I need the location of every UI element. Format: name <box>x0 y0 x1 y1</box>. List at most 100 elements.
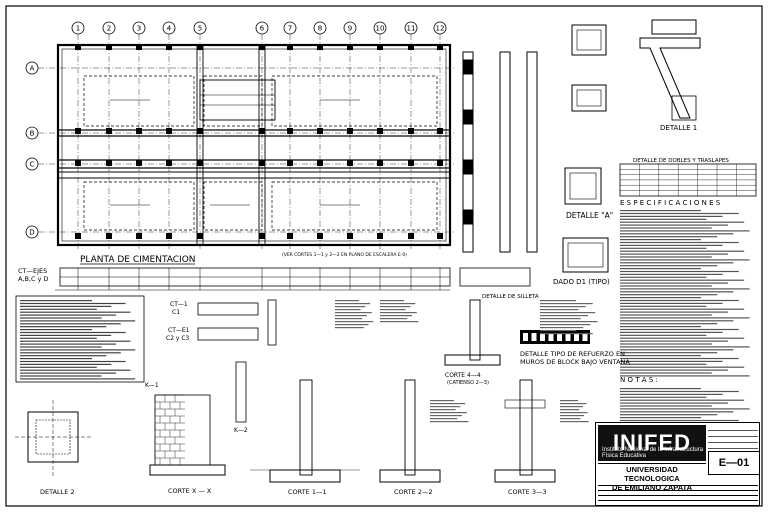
corte-4-4-sub: (CATIENSO 2—3) <box>447 380 489 386</box>
dado-title: DADO D1 (TIPO) <box>553 278 610 286</box>
column-bubble-label: 3 <box>137 25 141 33</box>
plan-column <box>437 233 443 239</box>
plan-column <box>347 160 353 166</box>
section-note: (VER CORTES 1—1 y 2—2 EN PLANO DE ESCALE… <box>282 252 407 258</box>
plan-column <box>437 128 443 134</box>
university-name: UNIVERSIDAD TECNOLOGICA DE EMILIANO ZAPA… <box>598 463 706 492</box>
plan-column <box>437 160 443 166</box>
plan-column <box>287 44 293 50</box>
grid-lines <box>38 34 455 250</box>
inifed-logo: INIFED Instituto Nacional de la Infraest… <box>598 425 706 461</box>
corte-2-2-title: CORTE 2—2 <box>394 488 433 496</box>
plan-column <box>317 233 323 239</box>
dado-detail: DADO D1 (TIPO) <box>553 237 610 286</box>
university-line-1: UNIVERSIDAD TECNOLOGICA <box>624 465 680 483</box>
detalle-1-title: DETALLE 1 <box>660 124 697 132</box>
plan-column <box>377 233 383 239</box>
corte-3-3-title: CORTE 3—3 <box>508 488 547 496</box>
plan-column <box>347 128 353 134</box>
plan-column <box>259 233 265 239</box>
plan-column <box>287 128 293 134</box>
plan-column <box>408 233 414 239</box>
row-bubble-label: D <box>29 229 34 237</box>
corte-1-1: CORTE 1—1 <box>250 379 360 496</box>
plan-column <box>75 44 81 50</box>
column-bubble-label: 1 <box>76 25 80 33</box>
plan-column <box>317 128 323 134</box>
sheet-number: E—01 <box>708 451 760 475</box>
plan-column <box>408 44 414 50</box>
plan-column <box>347 44 353 50</box>
detalle-silleta: DETALLE DE SILLETA <box>459 267 539 300</box>
refuerzo-title-2: MUROS DE BLOCK BAJO VENTANA <box>520 358 630 366</box>
plan-column <box>377 160 383 166</box>
logo-subtext: Instituto Nacional de la Infraestructura… <box>602 447 704 459</box>
k2-label: K—2 <box>234 427 248 434</box>
notes-title: N O T A S : <box>620 376 658 384</box>
dobleces-table: DETALLE DE DOBLES Y TRASLAPES <box>619 158 757 197</box>
title-block-lines <box>598 485 758 506</box>
k1-label: K—1 <box>145 382 159 389</box>
plan-column <box>136 44 142 50</box>
plan-column <box>377 128 383 134</box>
plan-column <box>377 44 383 50</box>
plan-column <box>259 128 265 134</box>
column-bubble-label: 12 <box>436 25 445 33</box>
corte-1-1-title: CORTE 1—1 <box>288 488 327 496</box>
detalle-refuerzo-block: DETALLE TIPO DE REFUERZO EN MUROS DE BLO… <box>520 330 630 366</box>
plan-column <box>75 160 81 166</box>
detalle-silleta-title: DETALLE DE SILLETA <box>482 294 539 300</box>
logo-text: INIFED <box>612 430 692 455</box>
plan-column <box>287 160 293 166</box>
plan-column <box>166 128 172 134</box>
plan-column <box>106 233 112 239</box>
detalle-2-title: DETALLE 2 <box>40 488 75 496</box>
plan-column <box>136 128 142 134</box>
column-bubble-label: 11 <box>407 25 416 33</box>
column-bubble-label: 8 <box>318 25 322 33</box>
row-bubble-label: B <box>30 130 35 138</box>
column-bubble-label: 7 <box>288 25 292 33</box>
specifications: E S P E C I F I C A C I O N E S N O T A … <box>620 199 750 422</box>
plan-column <box>259 44 265 50</box>
plan-column <box>166 233 172 239</box>
k-sections: K—1 K—2 <box>145 361 248 434</box>
plan-column <box>197 44 203 50</box>
plan-column <box>136 160 142 166</box>
plan-columns <box>75 44 443 239</box>
plan-column <box>136 233 142 239</box>
ct-ejes-strip: CT—EJES A,B,C y D <box>18 267 451 291</box>
ct1-sub: C1 <box>172 309 180 316</box>
sheet-border <box>5 5 763 507</box>
corte-4-4-title: CORTE 4—4 <box>445 372 481 379</box>
plan-column <box>166 44 172 50</box>
dobleces-title: DETALLE DE DOBLES Y TRASLAPES <box>633 158 729 164</box>
corte-4-4: CORTE 4—4 (CATIENSO 2—3) <box>444 299 501 386</box>
detalle-a-title: DETALLE "A" <box>566 211 613 220</box>
ct2-sub: C2 y C3 <box>166 335 190 342</box>
spec-title: E S P E C I F I C A C I O N E S <box>620 199 721 207</box>
plan-column <box>166 160 172 166</box>
plan-column <box>347 233 353 239</box>
plan-title: PLANTA DE CIMENTACION <box>80 255 196 265</box>
plan-column <box>259 160 265 166</box>
ct2-label: CT—E1 <box>168 327 190 334</box>
corte-xx: CORTE X — X <box>149 394 226 495</box>
beam-elevations <box>462 51 538 253</box>
ct-ejes-sub: A,B,C y D <box>18 275 49 283</box>
plan-column <box>106 160 112 166</box>
detalle-1: DETALLE 1 <box>639 19 701 132</box>
title-block-fields <box>708 425 758 449</box>
column-bubble-label: 9 <box>348 25 352 33</box>
column-bubble-label: 4 <box>167 25 172 33</box>
plan-column <box>317 44 323 50</box>
plan-column <box>197 233 203 239</box>
plan-column <box>75 233 81 239</box>
column-sections: DETALLE "A" <box>564 24 613 220</box>
column-bubble-label: 2 <box>107 25 111 33</box>
ct-ejes-label: CT—EJES <box>18 267 47 275</box>
general-notes-box <box>15 295 145 383</box>
